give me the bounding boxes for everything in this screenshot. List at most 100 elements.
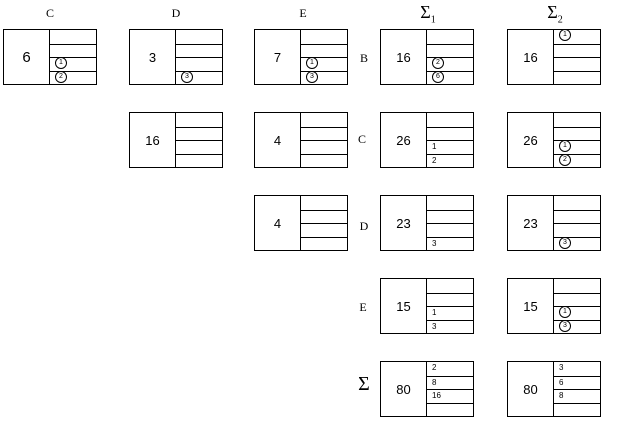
cell-subrow [554, 209, 600, 223]
subrow-number: 8 [432, 377, 437, 387]
cell-subrows [176, 113, 222, 167]
circled-number: 1 [559, 306, 571, 319]
cell-subrow: 16 [427, 389, 473, 402]
circled-number: 2 [559, 153, 571, 166]
circled-number: 1 [559, 29, 571, 42]
cell-subrow [176, 57, 222, 70]
circled-number: 1 [306, 57, 318, 70]
cell-subrow [554, 57, 600, 70]
cell-subrow [427, 292, 473, 306]
cell-subrow: 1 [554, 29, 600, 43]
subrow-number: 8 [559, 391, 564, 400]
cell-value: 4 [255, 196, 301, 250]
cell-subrow [427, 209, 473, 223]
subrow-number: 3 [432, 238, 437, 248]
circled-number: 2 [432, 57, 444, 70]
cell-value: 26 [508, 113, 554, 167]
circled-number: 3 [306, 70, 318, 83]
cell-subrow [176, 113, 222, 126]
cell-subrow: 2 [50, 70, 96, 84]
column-header-sigma-2: Σ2 [535, 2, 575, 26]
cell-value: 15 [508, 279, 554, 333]
cell-subrow: 1 [427, 140, 473, 153]
cell-subrow [50, 43, 96, 57]
cell-value: 23 [381, 196, 427, 250]
cell-subrow [554, 113, 600, 126]
cell-e-row2: 4 [254, 112, 348, 168]
cell-e-row3: 4 [254, 195, 348, 251]
cell-subrow [427, 223, 473, 236]
row-label-c: C [357, 132, 366, 146]
cell-subrows: 1 [554, 29, 600, 84]
row-label-d: D [359, 219, 369, 233]
cell-subrow [301, 196, 347, 209]
sigma-subscript: 2 [557, 14, 563, 26]
cell-value: 4 [255, 113, 301, 167]
cell-subrow [176, 140, 222, 153]
cell-sigma1-d: 23 3 [380, 195, 474, 251]
cell-subrow [301, 140, 347, 153]
cell-subrow [554, 279, 600, 292]
cell-subrow: 8 [427, 375, 473, 389]
cell-value: 23 [508, 196, 554, 250]
cell-subrow [50, 30, 96, 43]
circled-number: 1 [559, 140, 571, 153]
cell-sigma2-d: 23 3 [507, 195, 601, 251]
cell-subrows: 2 8 16 [427, 362, 473, 416]
cell-subrow: 6 [427, 70, 473, 84]
circled-number: 3 [559, 319, 571, 332]
cell-subrow [301, 43, 347, 57]
cell-subrow: 2 [554, 153, 600, 167]
cell-subrow [427, 402, 473, 416]
cell-subrow: 1 [554, 306, 600, 319]
cell-subrow [427, 113, 473, 126]
column-header-sigma-1: Σ1 [408, 2, 448, 26]
cell-value: 26 [381, 113, 427, 167]
cell-value: 6 [4, 30, 50, 84]
cell-value: 80 [508, 362, 554, 416]
cell-subrow [554, 70, 600, 84]
cell-subrow [176, 126, 222, 140]
cell-subrow: 2 [427, 57, 473, 70]
cell-subrow [427, 196, 473, 209]
cell-subrow [427, 43, 473, 57]
cell-subrow [176, 153, 222, 167]
cell-subrow [301, 209, 347, 223]
cell-value: 3 [130, 30, 176, 84]
cell-subrow [554, 292, 600, 306]
sigma-subscript: 1 [430, 14, 436, 26]
cell-subrow: 3 [554, 236, 600, 250]
sigma-symbol: Σ [547, 2, 558, 22]
cell-subrows: 3 [427, 196, 473, 250]
cell-value: 16 [381, 30, 427, 84]
cell-subrows [301, 113, 347, 167]
subrow-number: 16 [432, 391, 441, 400]
cell-subrow [301, 223, 347, 236]
cell-subrow: 3 [427, 236, 473, 250]
cell-subrow [176, 30, 222, 43]
cell-subrow [301, 153, 347, 167]
circled-number: 3 [559, 236, 571, 249]
cell-subrow [176, 43, 222, 57]
subrow-number: 6 [559, 377, 564, 387]
cell-subrow: 3 [554, 319, 600, 333]
cell-subrows [301, 196, 347, 250]
cell-subrow [554, 402, 600, 416]
cell-subrow: 2 [427, 362, 473, 375]
cell-value: 15 [381, 279, 427, 333]
circled-number: 3 [181, 70, 193, 83]
